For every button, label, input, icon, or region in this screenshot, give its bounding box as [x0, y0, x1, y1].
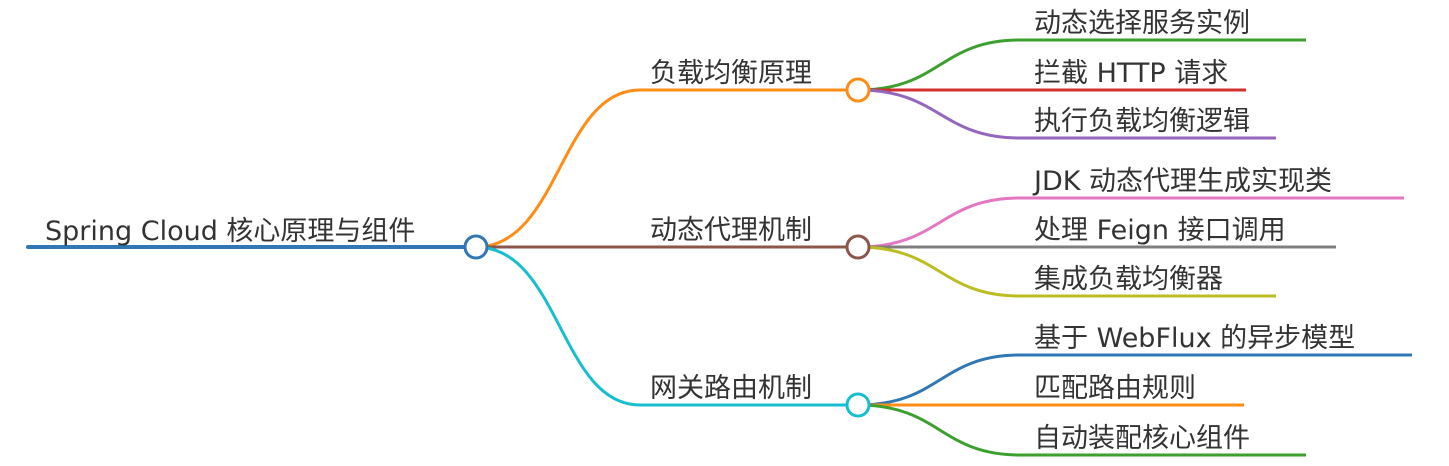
root-node-circle[interactable] [463, 234, 489, 260]
connector-branch-1-leaf-1 [857, 38, 1306, 92]
branch-label-2: 动态代理机制 [650, 215, 812, 246]
leaf-label-2-2[interactable]: 处理 Feign 接口调用 [1034, 215, 1286, 246]
connector-branch-2-leaf-3 [857, 245, 1276, 298]
connector-root-branch-1 [475, 88, 858, 249]
branch-label-1: 负载均衡原理 [650, 58, 812, 89]
leaf-label-1-2[interactable]: 拦截 HTTP 请求 [1034, 58, 1228, 89]
branch-label-3: 网关路由机制 [650, 373, 812, 404]
leaf-label-3-3[interactable]: 自动装配核心组件 [1034, 423, 1250, 454]
connector-branch-3-leaf-3 [857, 403, 1306, 457]
leaf-label-1-3[interactable]: 执行负载均衡逻辑 [1034, 106, 1250, 137]
connector-branch-2-leaf-1 [857, 196, 1404, 249]
connector-branch-1-leaf-3 [857, 88, 1276, 140]
leaf-label-2-1[interactable]: JDK 动态代理生成实现类 [1032, 166, 1332, 197]
leaf-label-3-1[interactable]: 基于 WebFlux 的异步模型 [1034, 323, 1355, 354]
leaf-label-3-2[interactable]: 匹配路由规则 [1034, 373, 1196, 404]
branch-node-3[interactable]: 网关路由机制 [650, 373, 871, 418]
branch-node-1[interactable]: 负载均衡原理 [650, 58, 871, 103]
leaf-label-1-1[interactable]: 动态选择服务实例 [1034, 8, 1250, 39]
connector-branch-3-leaf-1 [857, 353, 1412, 407]
root-label: Spring Cloud 核心原理与组件 [45, 216, 415, 247]
root-node[interactable]: Spring Cloud 核心原理与组件 [26, 216, 478, 249]
branch-circle-2[interactable] [845, 234, 871, 260]
branch-circle-1[interactable] [845, 77, 871, 103]
leaf-label-2-3[interactable]: 集成负载均衡器 [1034, 264, 1223, 295]
branch-circle-3[interactable] [845, 392, 871, 418]
branch-node-2[interactable]: 动态代理机制 [650, 215, 871, 260]
connector-root-branch-3 [475, 245, 858, 407]
